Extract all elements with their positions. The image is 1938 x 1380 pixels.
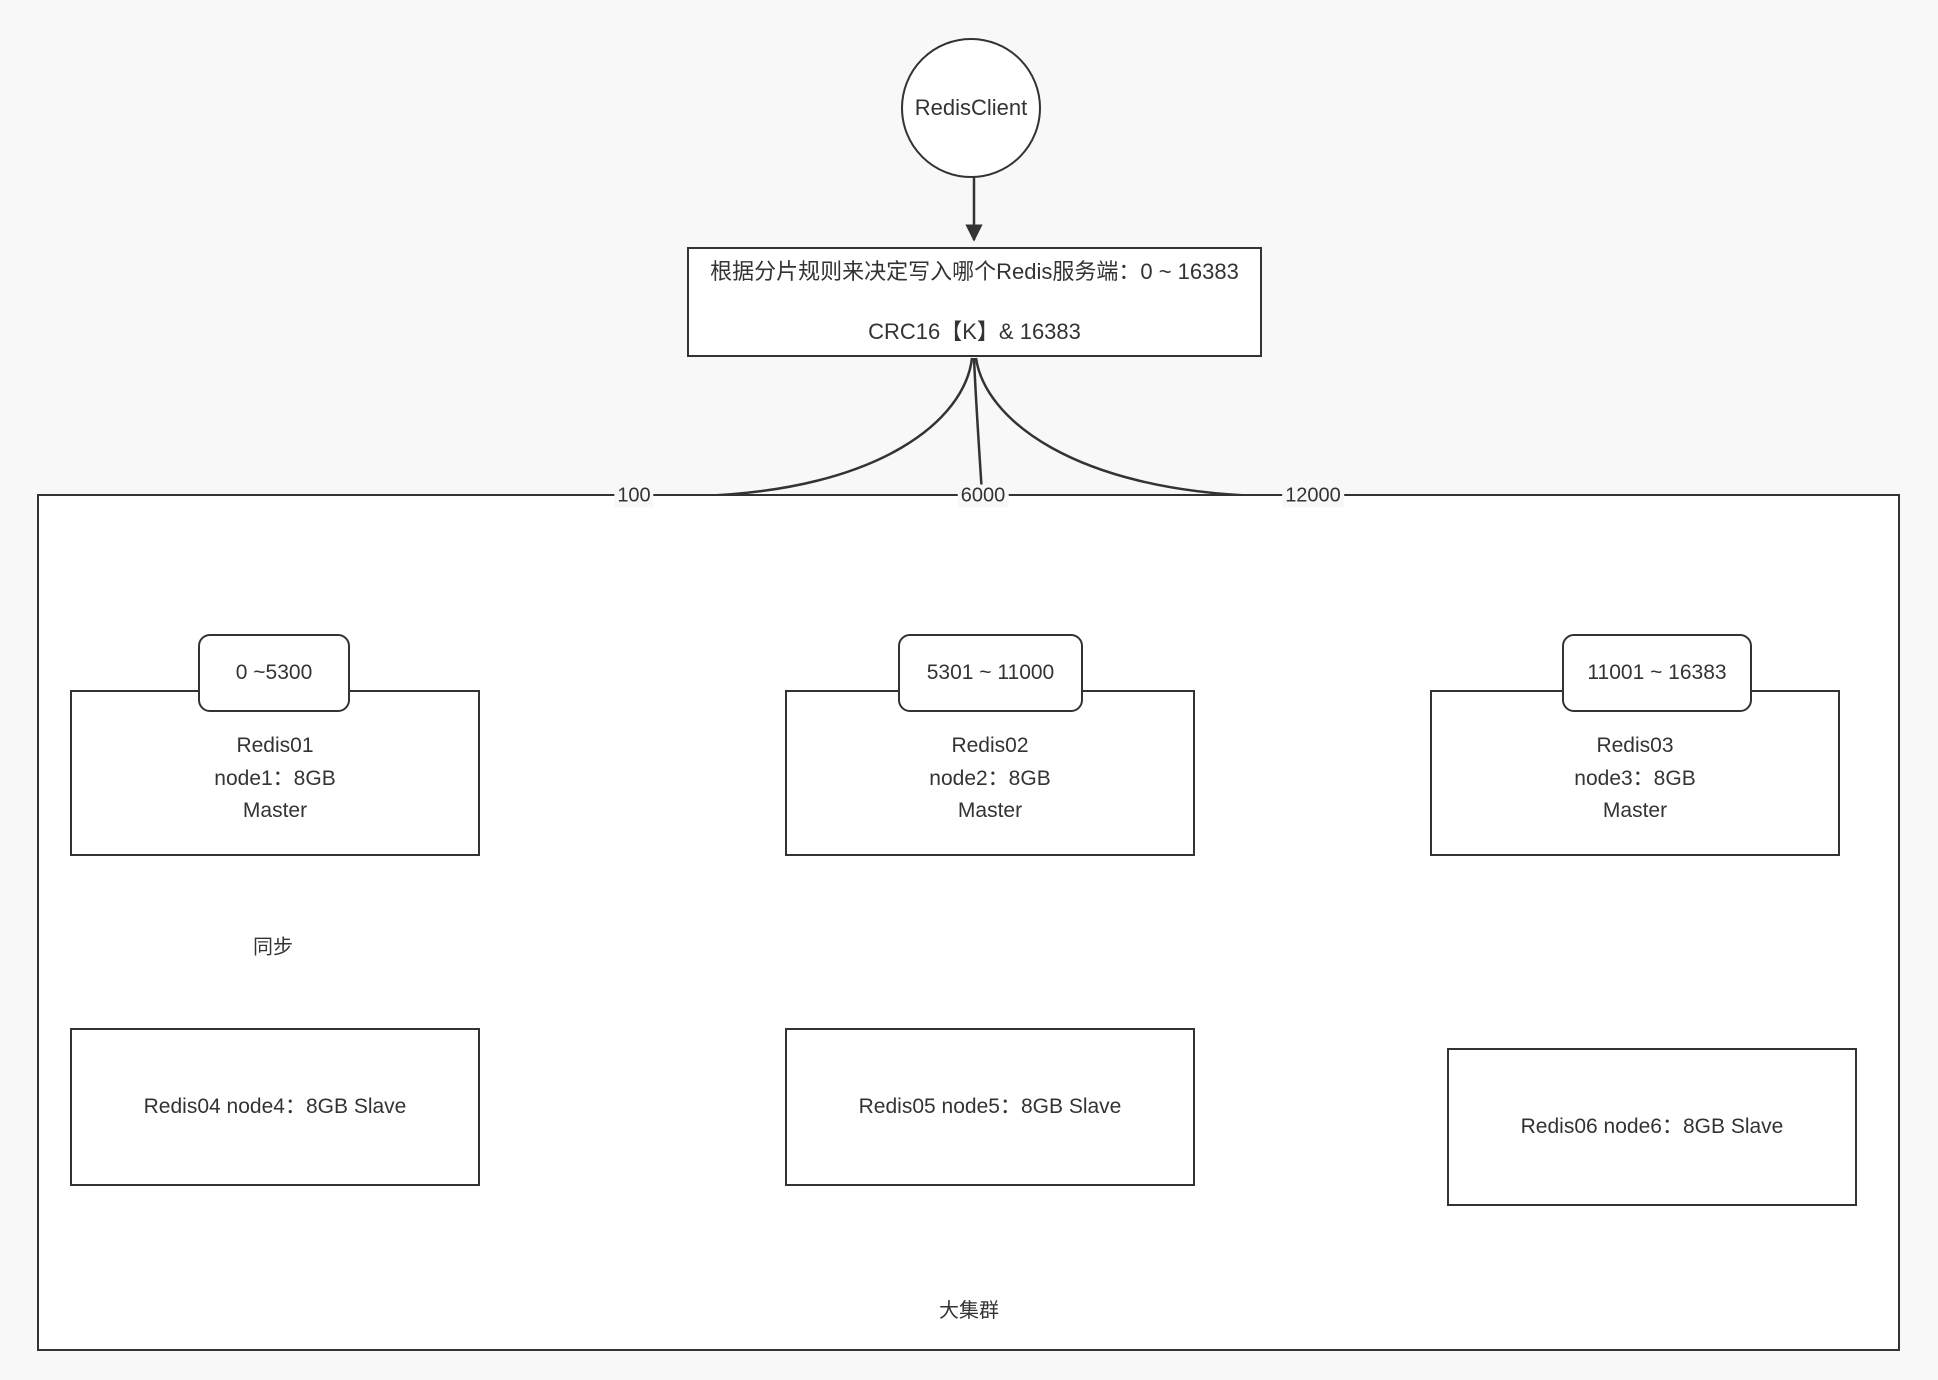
master-2-name: Redis02 — [951, 734, 1029, 757]
master-3-node: node3：8GB — [1574, 766, 1696, 790]
edge-label-slot3: 12000 — [1282, 484, 1344, 508]
slave-1-node: node4：8GB — [226, 1094, 348, 1118]
master-3-role: Master — [1602, 799, 1668, 823]
sharding-rule-line-1: 根据分片规则来决定写入哪个Redis服务端：0 ~ 16383 — [710, 258, 1239, 284]
master-1-node: node1：8GB — [214, 766, 336, 790]
sharding-rule-box[interactable]: 根据分片规则来决定写入哪个Redis服务端：0 ~ 16383 CRC16【K】… — [687, 247, 1262, 357]
cluster-container — [37, 494, 1900, 1351]
slave-3-name: Redis06 — [1520, 1114, 1598, 1138]
slave-1-name: Redis04 — [143, 1094, 221, 1118]
cluster-label: 大集群 — [939, 1300, 999, 1322]
master-1-name: Redis01 — [236, 734, 314, 757]
edge-label-slot1: 100 — [614, 484, 654, 508]
slave-server-box-3[interactable]: Redis06 node6：8GB Slave — [1447, 1048, 1857, 1206]
slot-range-box-1[interactable]: 0 ~5300 — [198, 634, 350, 712]
edge-label-slot2: 6000 — [957, 484, 1009, 508]
master-server-box-3[interactable]: Redis03 node3：8GB Master — [1430, 690, 1840, 856]
sharding-rule-line-2: CRC16【K】& 16383 — [868, 319, 1081, 344]
slot-range-box-3[interactable]: 11001 ~ 16383 — [1562, 634, 1752, 712]
slave-3-node: node6：8GB — [1603, 1114, 1725, 1138]
master-3-name: Redis03 — [1596, 734, 1674, 757]
slave-3-role: Slave — [1730, 1114, 1784, 1138]
redis-client-node[interactable]: RedisClient — [901, 38, 1041, 178]
master-1-role: Master — [242, 799, 308, 823]
slave-2-name: Redis05 — [858, 1094, 936, 1118]
slave-server-box-1[interactable]: Redis04 node4：8GB Slave — [70, 1028, 480, 1186]
slave-2-role: Slave — [1068, 1094, 1122, 1118]
slot-range-box-2[interactable]: 5301 ~ 11000 — [898, 634, 1083, 712]
slave-1-role: Slave — [353, 1094, 407, 1118]
slot-range-2-label: 5301 ~ 11000 — [926, 660, 1055, 684]
slot-range-3-label: 11001 ~ 16383 — [1587, 660, 1727, 684]
master-2-role: Master — [957, 799, 1023, 823]
master-2-node: node2：8GB — [929, 766, 1051, 790]
master-server-box-1[interactable]: Redis01 node1：8GB Master — [70, 690, 480, 856]
edge-label-sync: 同步 — [250, 930, 296, 960]
master-server-box-2[interactable]: Redis02 node2：8GB Master — [785, 690, 1195, 856]
slot-range-1-label: 0 ~5300 — [235, 660, 313, 684]
slave-server-box-2[interactable]: Redis05 node5：8GB Slave — [785, 1028, 1195, 1186]
slave-2-node: node5：8GB — [941, 1094, 1063, 1118]
redis-client-label: RedisClient — [914, 94, 1028, 120]
